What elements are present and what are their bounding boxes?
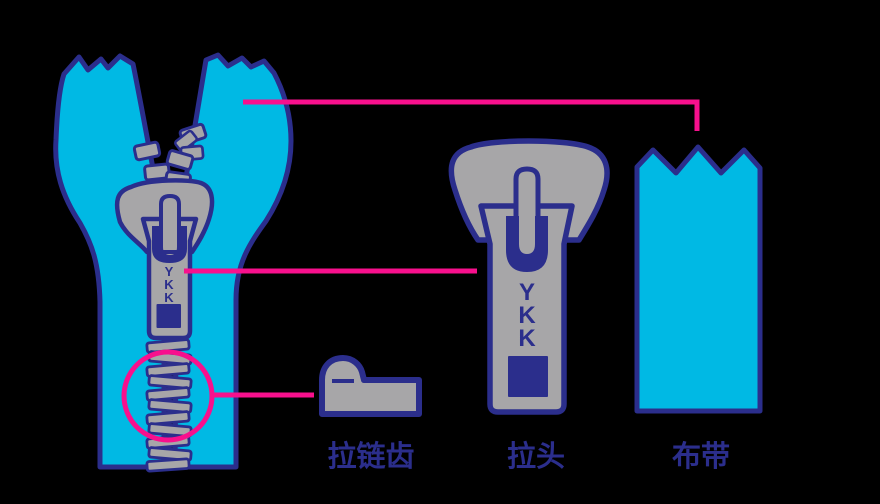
slider-pull-loop [506,216,548,272]
annotations [121,99,700,443]
teeth-column [145,337,193,473]
tooth [145,457,191,473]
slider-square-ornament [508,356,548,397]
open-zipper-illustration: Y K K [53,52,294,473]
brand-letter: Y [165,264,174,279]
brand-letter: K [164,277,174,292]
loose-tooth [132,140,162,162]
tape-illustration [634,144,763,414]
label-slider: 拉头 [507,439,565,473]
slider-pull-tab [513,166,541,261]
slider-pull-tab [159,194,181,254]
zipper-slider: Y K K [114,178,215,341]
label-teeth: 拉链齿 [327,439,414,473]
tooth-shape [319,355,422,417]
tooth-illustration [319,355,422,417]
brand-letter: K [518,325,536,352]
slider-body [478,203,575,415]
label-tape: 布带 [672,440,730,473]
tape-callout-line [243,99,700,131]
slider-pull-loop [152,226,187,263]
slider-illustration: Y K K [448,138,610,415]
brand-letter: K [164,290,174,305]
slider-square-ornament [156,304,181,328]
brand-letter: Y [519,279,535,306]
teeth-highlight-circle [121,349,215,443]
tape-shape [634,144,763,414]
brand-letter: K [518,302,536,329]
